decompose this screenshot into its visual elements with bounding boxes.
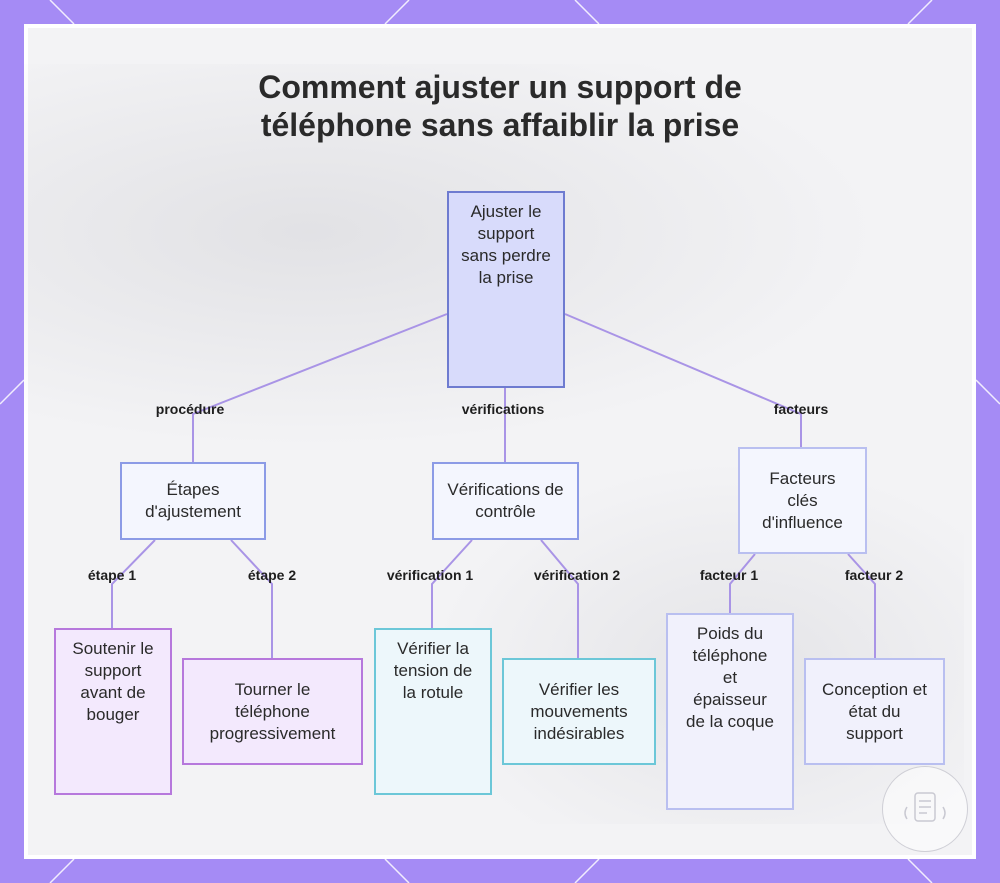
node-tension-label: Vérifier la tension de la rotule [391, 638, 475, 704]
node-tension: Vérifier la tension de la rotule [374, 628, 492, 795]
node-root: Ajuster le support sans perdre la prise [447, 191, 565, 388]
edge-label-verification-2: vérification 2 [534, 567, 620, 583]
node-poids: Poids du téléphone et épaisseur de la co… [666, 613, 794, 810]
node-etapes-label: Étapes d'ajustement [133, 479, 253, 523]
shield-badge-icon [882, 766, 968, 852]
node-mouvements: Vérifier les mouvements indésirables [502, 658, 656, 765]
node-soutenir: Soutenir le support avant de bouger [54, 628, 172, 795]
node-poids-label: Poids du téléphone et épaisseur de la co… [685, 623, 775, 733]
node-tourner: Tourner le téléphone progressivement [182, 658, 363, 765]
node-facteurs-label: Facteurs clés d'influence [753, 468, 853, 534]
diagram-card: Comment ajuster un support de téléphone … [24, 24, 976, 859]
edge-label-facteur-1: facteur 1 [700, 567, 758, 583]
edge-label-facteurs: facteurs [774, 401, 828, 417]
node-verifications-label: Vérifications de contrôle [441, 479, 571, 523]
edge-label-verification-1: vérification 1 [387, 567, 473, 583]
node-conception: Conception et état du support [804, 658, 945, 765]
edge-label-verifications: vérifications [462, 401, 544, 417]
node-conception-label: Conception et état du support [820, 679, 930, 745]
edge-label-etape-1: étape 1 [88, 567, 136, 583]
node-root-label: Ajuster le support sans perdre la prise [461, 201, 551, 289]
node-etapes: Étapes d'ajustement [120, 462, 266, 540]
node-tourner-label: Tourner le téléphone progressivement [198, 679, 348, 745]
node-facteurs: Facteurs clés d'influence [738, 447, 867, 554]
edge-label-procedure: procédure [156, 401, 224, 417]
edge-label-facteur-2: facteur 2 [845, 567, 903, 583]
node-verifications: Vérifications de contrôle [432, 462, 579, 540]
edge-label-etape-2: étape 2 [248, 567, 296, 583]
node-soutenir-label: Soutenir le support avant de bouger [65, 638, 161, 726]
node-mouvements-label: Vérifier les mouvements indésirables [509, 679, 649, 745]
badge-glyph-icon [883, 767, 967, 851]
